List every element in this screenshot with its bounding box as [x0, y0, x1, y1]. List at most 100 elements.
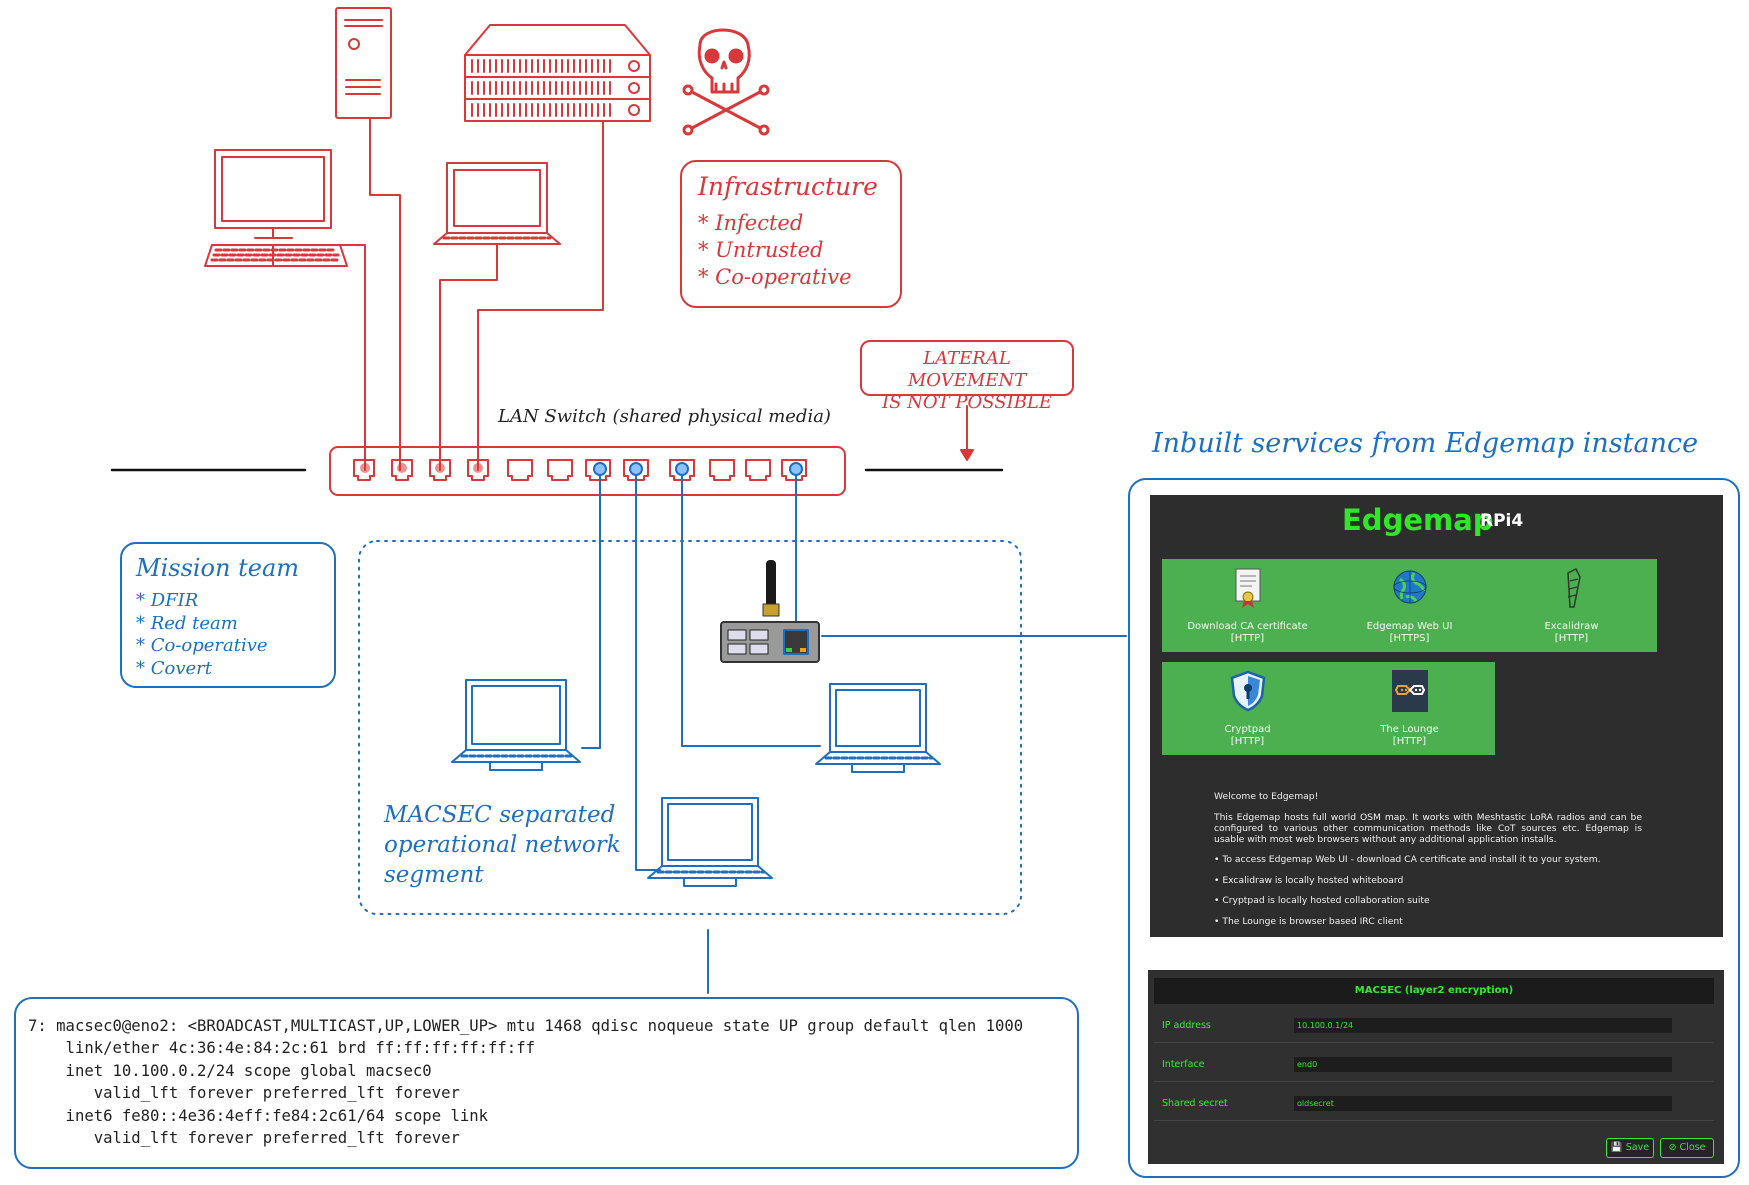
list-item: * Infected	[698, 211, 804, 235]
edgemap-panel: Edgemap RPi4 Download CA certificate [HT…	[1150, 495, 1723, 937]
switch-port	[547, 459, 573, 481]
tile-name: Excalidraw	[1544, 621, 1599, 632]
welcome-bullet: • Excalidraw is locally hosted whiteboar…	[1214, 874, 1404, 886]
ip-address-input[interactable]: 10.100.0.1/24	[1294, 1018, 1672, 1033]
laptop-left-icon	[451, 679, 581, 771]
welcome-bullet: • To access Edgemap Web UI - download CA…	[1214, 854, 1601, 865]
terminal-line: link/ether 4c:36:4e:84:2c:61 brd ff:ff:f…	[28, 1039, 535, 1058]
red-cable-laptop	[439, 243, 498, 471]
macsec-segment-box	[358, 540, 1022, 915]
lateral-arrow	[960, 405, 974, 461]
tile-download-ca[interactable]: Download CA certificate [HTTP]	[1162, 559, 1333, 652]
tile-protocol: [HTTP]	[1554, 633, 1589, 644]
segment-line-3: segment	[384, 862, 484, 888]
terminal-line: inet 10.100.0.2/24 scope global macsec0	[28, 1061, 432, 1080]
tile-name: Cryptpad	[1224, 724, 1271, 735]
shield-key-icon	[1230, 670, 1266, 712]
lateral-line-2: IS NOT POSSIBLE	[881, 392, 1053, 413]
blue-cable-laptop-left	[581, 474, 601, 749]
switch-ports	[353, 459, 807, 481]
segment-label: MACSEC separated operational network seg…	[384, 800, 621, 890]
infrastructure-list: * Infected * Untrusted * Co-operative	[698, 210, 852, 291]
switch-port	[781, 459, 807, 481]
switch-label: LAN Switch (shared physical media)	[498, 406, 831, 427]
tile-edgemap-web-ui[interactable]: Edgemap Web UI [HTTPS]	[1324, 559, 1495, 652]
terminal-line: inet6 fe80::4e36:4eff:fe84:2c61/64 scope…	[28, 1106, 489, 1125]
switch-port	[507, 459, 533, 481]
terminal-line: 7: macsec0@eno2: <BROADCAST,MULTICAST,UP…	[28, 1017, 1024, 1035]
laptop-icon	[433, 162, 561, 245]
laptop-right-icon	[815, 683, 941, 773]
terminal-line: valid_lft forever preferred_lft forever	[28, 1129, 460, 1148]
list-item: * DFIR	[136, 590, 199, 611]
raspberry-pi-icon	[720, 560, 820, 663]
interface-input[interactable]: end0	[1294, 1057, 1672, 1072]
switch-port	[669, 459, 695, 481]
globe-icon	[1393, 570, 1427, 604]
tile-cryptpad[interactable]: Cryptpad [HTTP]	[1162, 662, 1333, 755]
divider	[1154, 1120, 1714, 1121]
lan-switch-body	[329, 446, 846, 496]
chat-icon	[1392, 670, 1428, 712]
tile-name: Edgemap Web UI	[1366, 621, 1453, 632]
switch-port	[391, 459, 413, 481]
red-cable-tower	[369, 117, 401, 471]
shared-secret-input[interactable]: oldsecret	[1294, 1096, 1672, 1111]
terminal-output: 7: macsec0@eno2: <BROADCAST,MULTICAST,UP…	[28, 1015, 1023, 1149]
tile-excalidraw[interactable]: Excalidraw [HTTP]	[1486, 559, 1657, 652]
tile-protocol: [HTTP]	[1230, 736, 1265, 747]
save-button[interactable]: 💾 Save	[1606, 1138, 1654, 1158]
divider	[1154, 1081, 1714, 1082]
welcome-heading: Welcome to Edgemap!	[1214, 791, 1319, 802]
list-item: * Co-operative	[136, 635, 268, 656]
macsec-settings-panel: MACSEC (layer2 encryption) IP address 10…	[1148, 970, 1724, 1164]
tile-name: Download CA certificate	[1187, 621, 1308, 632]
switch-port	[709, 459, 735, 481]
list-item: * Untrusted	[698, 238, 824, 262]
edgemap-subtitle: RPi4	[1480, 511, 1524, 531]
welcome-intro: This Edgemap hosts full world OSM map. I…	[1214, 811, 1642, 845]
tower-pc-icon	[335, 7, 392, 119]
skull-icon	[682, 28, 770, 136]
switch-port	[585, 459, 611, 481]
infrastructure-title: Infrastructure	[698, 172, 878, 201]
segment-line-2: operational network	[384, 832, 621, 858]
tile-the-lounge[interactable]: The Lounge [HTTP]	[1324, 662, 1495, 755]
infrastructure-box: Infrastructure * Infected * Untrusted * …	[680, 160, 902, 308]
ip-address-label: IP address	[1162, 1020, 1211, 1031]
switch-port	[623, 459, 649, 481]
list-item: * Co-operative	[698, 265, 852, 289]
terminal-line: valid_lft forever preferred_lft forever	[28, 1084, 460, 1103]
services-title: Inbuilt services from Edgemap instance	[1152, 428, 1699, 459]
pencil-icon	[1567, 567, 1581, 608]
rack-server-icon	[464, 24, 651, 122]
red-cable-server	[477, 120, 604, 471]
close-button[interactable]: ⊘ Close	[1660, 1138, 1714, 1158]
tile-protocol: [HTTP]	[1392, 736, 1427, 747]
switch-port	[353, 459, 375, 481]
welcome-text: Welcome to Edgemap! This Edgemap hosts f…	[1214, 791, 1642, 936]
infrastructure-devices	[204, 7, 846, 496]
terminal-output-box: 7: macsec0@eno2: <BROADCAST,MULTICAST,UP…	[14, 997, 1079, 1169]
mission-team-list: * DFIR * Red team * Co-operative * Cover…	[136, 590, 268, 680]
switch-port	[745, 459, 771, 481]
edgemap-logo: Edgemap	[1342, 503, 1494, 537]
interface-label: Interface	[1162, 1059, 1205, 1070]
switch-port	[467, 459, 489, 481]
tile-protocol: [HTTP]	[1230, 633, 1265, 644]
shared-secret-label: Shared secret	[1162, 1098, 1228, 1109]
welcome-bullet: • Cryptpad is locally hosted collaborati…	[1214, 895, 1430, 906]
mission-team-title: Mission team	[136, 554, 300, 582]
blue-cable-laptop-right	[681, 474, 821, 747]
desktop-computer-icon	[204, 149, 348, 267]
blue-cable-laptop-bottom	[635, 474, 661, 871]
macsec-devices	[358, 462, 1127, 994]
switch-port	[429, 459, 451, 481]
mission-team-box: Mission team * DFIR * Red team * Co-oper…	[120, 542, 336, 688]
services-frame	[1128, 478, 1740, 1178]
welcome-bullet: • The Lounge is browser based IRC client	[1214, 915, 1403, 927]
tile-protocol: [HTTPS]	[1389, 633, 1430, 644]
certificate-icon	[1235, 568, 1261, 608]
tile-name: The Lounge	[1380, 724, 1439, 735]
